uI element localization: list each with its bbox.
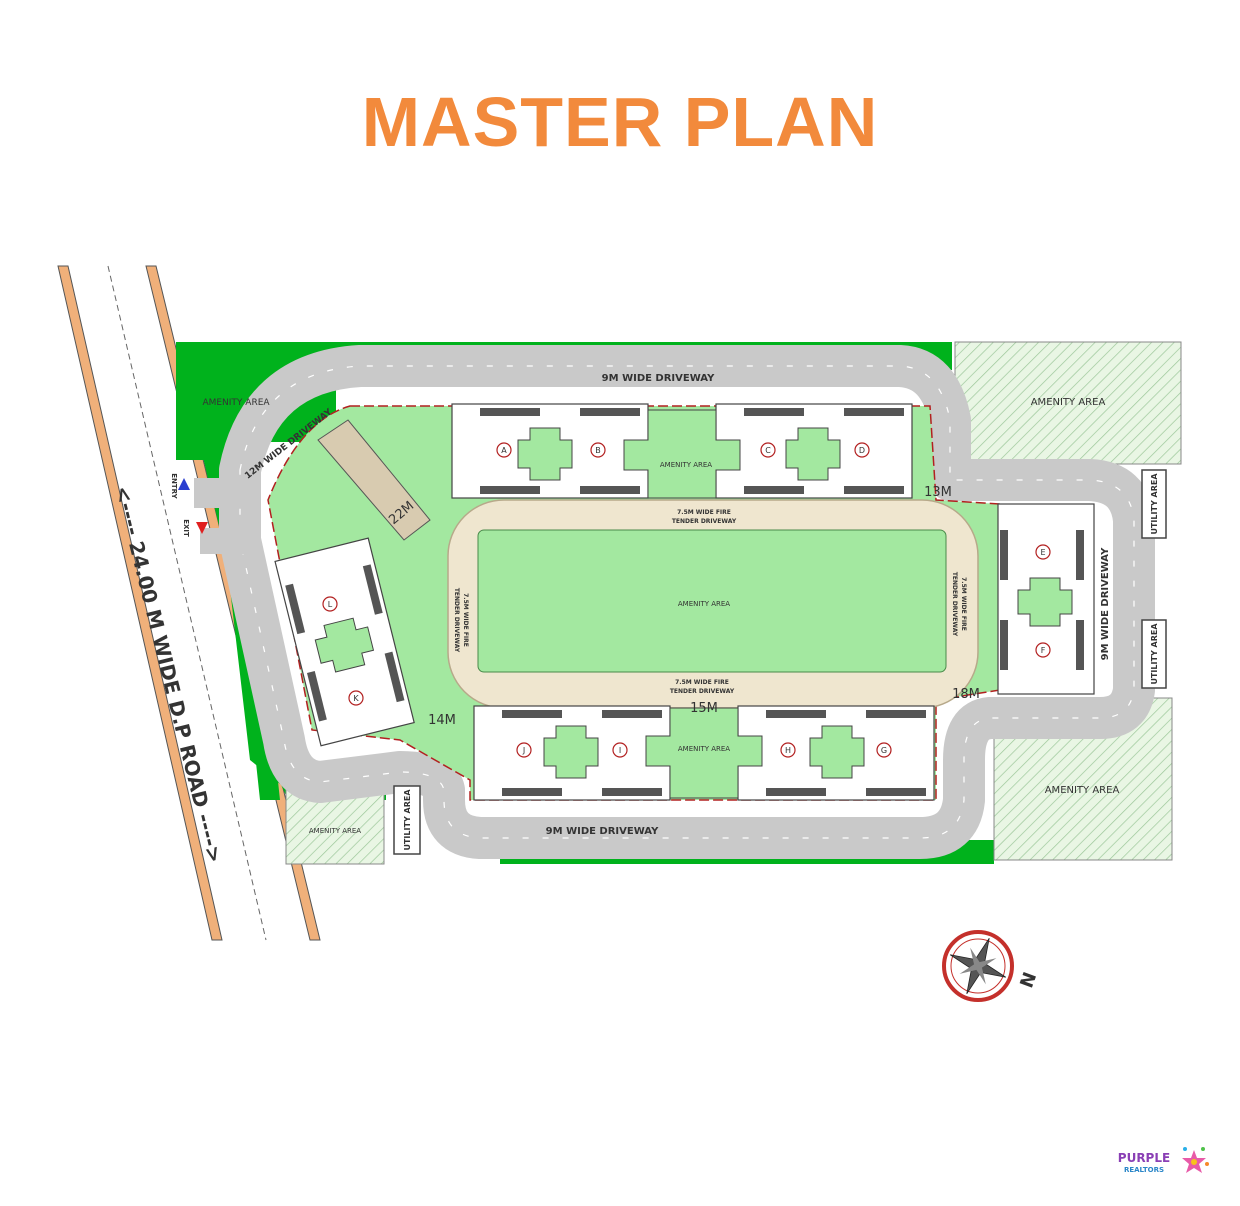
- building-block-top-left: [451, 403, 649, 499]
- svg-text:H: H: [785, 746, 791, 755]
- amenity-courtyard-top: [623, 409, 741, 499]
- svg-text:E: E: [1040, 548, 1045, 557]
- wing-marker-j: J: [516, 742, 532, 758]
- entry-connector: [194, 478, 242, 508]
- building-block-bottom-right: [737, 705, 935, 801]
- svg-text:B: B: [595, 446, 601, 455]
- purple-realtors-logo: PURPLE REALTORS: [1118, 1147, 1209, 1174]
- setback-14m: 14M: [428, 713, 456, 728]
- logo-line2: REALTORS: [1124, 1166, 1164, 1174]
- svg-text:UTILITY AREA: UTILITY AREA: [1150, 623, 1159, 685]
- svg-text:TENDER DRIVEWAY: TENDER DRIVEWAY: [670, 688, 735, 695]
- wing-marker-k: K: [348, 690, 364, 706]
- amenity-area-top-left-label: AMENITY AREA: [202, 398, 270, 408]
- wing-marker-d: D: [854, 442, 870, 458]
- wing-marker-b: B: [590, 442, 606, 458]
- ramp-area: [317, 419, 431, 541]
- amenity-lawn-central: [477, 529, 947, 673]
- wing-marker-f: F: [1035, 642, 1051, 658]
- exit-marker: EXIT: [182, 519, 208, 537]
- fire-tender-left-label: 7.5M WIDE FIRE TENDER DRIVEWAY: [453, 588, 469, 653]
- setback-18m: 18M: [952, 687, 980, 702]
- svg-text:UTILITY AREA: UTILITY AREA: [403, 789, 412, 851]
- amenity-area-top-courtyard-label: AMENITY AREA: [660, 461, 712, 469]
- svg-text:ENTRY: ENTRY: [170, 473, 178, 499]
- svg-text:7.5M WIDE FIRE: 7.5M WIDE FIRE: [675, 679, 729, 686]
- driveway-right-label: 9M WIDE DRIVEWAY: [1100, 547, 1111, 660]
- amenity-area-bottom-courtyard-label: AMENITY AREA: [678, 745, 730, 753]
- amenity-area-top-right-label: AMENITY AREA: [1031, 397, 1106, 408]
- driveway-bottom-label: 9M WIDE DRIVEWAY: [546, 826, 659, 837]
- building-block-right: [997, 503, 1095, 695]
- utility-area-right-bottom: UTILITY AREA: [1141, 619, 1167, 689]
- building-block-top-right: [715, 403, 913, 499]
- entry-marker: ENTRY: [170, 473, 190, 500]
- compass-north-label: N: [1016, 969, 1041, 990]
- amenity-courtyard-bottom: [645, 707, 763, 799]
- svg-text:K: K: [353, 694, 359, 703]
- driveway-top-label: 9M WIDE DRIVEWAY: [602, 373, 715, 384]
- svg-text:C: C: [765, 446, 771, 455]
- building-block-bottom-left: [473, 705, 671, 801]
- wing-marker-g: G: [876, 742, 892, 758]
- svg-text:UTILITY AREA: UTILITY AREA: [1150, 473, 1159, 535]
- utility-area-bottom-left: UTILITY AREA: [393, 785, 421, 855]
- exit-connector: [200, 528, 244, 554]
- svg-text:TENDER DRIVEWAY: TENDER DRIVEWAY: [951, 572, 958, 637]
- svg-text:F: F: [1041, 646, 1046, 655]
- amenity-area-top-right: [954, 341, 1182, 465]
- wing-marker-e: E: [1035, 544, 1051, 560]
- svg-text:I: I: [619, 746, 621, 755]
- wing-marker-a: A: [496, 442, 512, 458]
- amenity-area-center-label: AMENITY AREA: [678, 600, 730, 608]
- building-block-left: [274, 537, 415, 747]
- fire-tender-right-label: 7.5M WIDE FIRE TENDER DRIVEWAY: [951, 572, 967, 637]
- svg-text:J: J: [522, 746, 525, 755]
- logo-star-icon: [1182, 1147, 1209, 1173]
- driveway-ring: [219, 345, 1155, 859]
- setback-13m: 13M: [924, 485, 952, 500]
- logo-line1: PURPLE: [1118, 1151, 1170, 1165]
- page-title: MASTER PLAN: [361, 83, 879, 161]
- svg-text:7.5M WIDE FIRE: 7.5M WIDE FIRE: [462, 593, 469, 647]
- svg-text:G: G: [881, 746, 887, 755]
- wing-marker-i: I: [612, 742, 628, 758]
- amenity-area-bottom-right-label: AMENITY AREA: [1045, 785, 1120, 796]
- svg-text:EXIT: EXIT: [182, 519, 190, 537]
- wing-marker-c: C: [760, 442, 776, 458]
- fire-tender-top-label: 7.5M WIDE FIRE TENDER DRIVEWAY: [672, 509, 737, 525]
- wing-marker-h: H: [780, 742, 796, 758]
- fire-tender-bottom-label: 7.5M WIDE FIRE TENDER DRIVEWAY: [670, 679, 735, 695]
- compass-icon: [942, 930, 1014, 1002]
- svg-text:A: A: [501, 446, 507, 455]
- setback-15m: 15M: [690, 701, 718, 716]
- utility-area-right-top: UTILITY AREA: [1141, 469, 1167, 539]
- svg-text:TENDER DRIVEWAY: TENDER DRIVEWAY: [672, 518, 737, 525]
- svg-text:L: L: [328, 600, 333, 609]
- svg-text:D: D: [859, 446, 865, 455]
- amenity-area-bottom-left-label: AMENITY AREA: [309, 827, 361, 835]
- svg-text:TENDER DRIVEWAY: TENDER DRIVEWAY: [453, 588, 460, 653]
- wing-marker-l: L: [322, 596, 338, 612]
- svg-text:7.5M WIDE FIRE: 7.5M WIDE FIRE: [677, 509, 731, 516]
- svg-text:7.5M WIDE FIRE: 7.5M WIDE FIRE: [960, 577, 967, 631]
